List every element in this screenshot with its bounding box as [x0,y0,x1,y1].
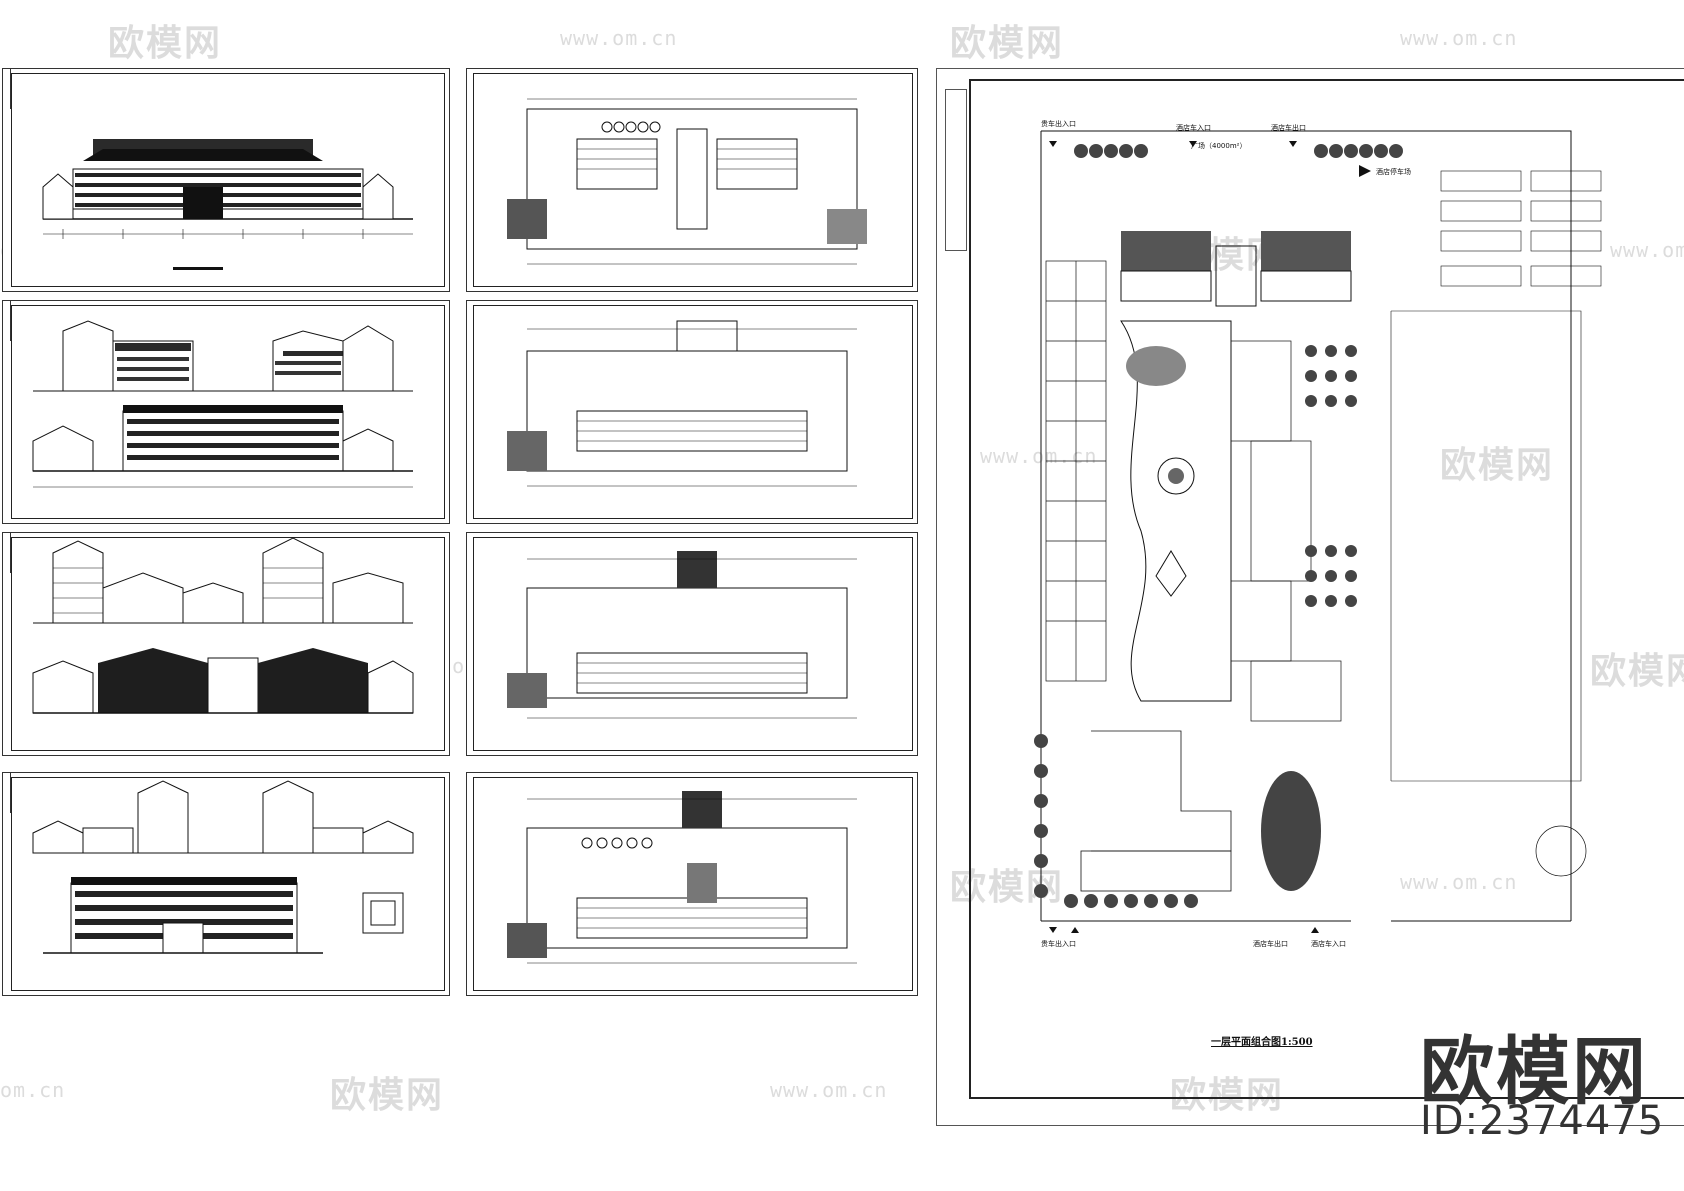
site-plan-title: 一层平面组合图1:500 [1211,1037,1313,1048]
front-elevation-drawing [42,139,413,270]
label-parking: 酒店停车场 [1376,168,1411,176]
label-vip-exit: 贵车出入口 [1041,120,1076,128]
floor-plan-sheet-3 [466,532,918,756]
label-hotel-entry-bottom: 酒店车入口 [1311,940,1346,948]
watermark-brand: 欧模网 [330,1075,445,1116]
watermark-brand: 欧模网 [950,23,1065,64]
elevation-sheet-2 [2,300,450,524]
section-drawing [32,537,414,714]
watermark-brand: 欧模网 [1590,651,1684,692]
watermark-url: www.om.cn [980,444,1098,468]
third-floor-plan-drawing [507,551,857,719]
ground-floor-plan-drawing [507,98,867,265]
watermark-url: www.om.cn [1400,26,1518,50]
watermark-brand: 欧模网 [1170,1075,1285,1116]
rear-elevation-drawing [32,780,414,954]
label-vip-entry: 贵车出入口 [1041,940,1076,948]
logo-text: 欧模网 [1420,1029,1648,1115]
section-sheet-1 [2,532,450,756]
site-plan-frame: 贵车出入口 酒店车入口 酒店车出口 广场（4000m²） 酒店停车场 贵车出入口… [969,79,1684,1099]
floor-plan-sheet-1 [466,68,918,292]
watermark-brand: 欧模网 [1440,445,1555,486]
watermark-brand: 欧模网 [108,23,223,64]
site-plan-drawing [1034,130,1602,933]
watermark-url: www.om.cn [770,1078,888,1102]
watermark-url: www.om.cn [560,26,678,50]
title-block-strip [945,89,967,251]
label-hotel-exit-bottom: 酒店车出口 [1253,940,1288,948]
elevation-sheet-3 [2,772,450,996]
label-hotel-exit-top: 酒店车出口 [1271,124,1306,132]
watermark-url: www.om.cn [1610,238,1684,262]
side-elevation-drawing [32,320,413,488]
elevation-sheet-1 [2,68,450,292]
fourth-floor-plan-drawing [507,791,857,964]
floor-plan-sheet-4 [466,772,918,996]
watermark-url: www.om.cn [1400,870,1518,894]
floor-plan-sheet-2 [466,300,918,524]
label-hotel-entry-top: 酒店车入口 [1176,124,1211,132]
second-floor-plan-drawing [507,320,857,487]
site-plan-sheet: 贵车出入口 酒店车入口 酒店车出口 广场（4000m²） 酒店停车场 贵车出入口… [936,68,1684,1126]
label-plaza: 广场（4000m²） [1191,142,1247,150]
asset-id: ID:2374475 [1420,1098,1665,1144]
watermark-url: om.cn [0,1078,66,1102]
